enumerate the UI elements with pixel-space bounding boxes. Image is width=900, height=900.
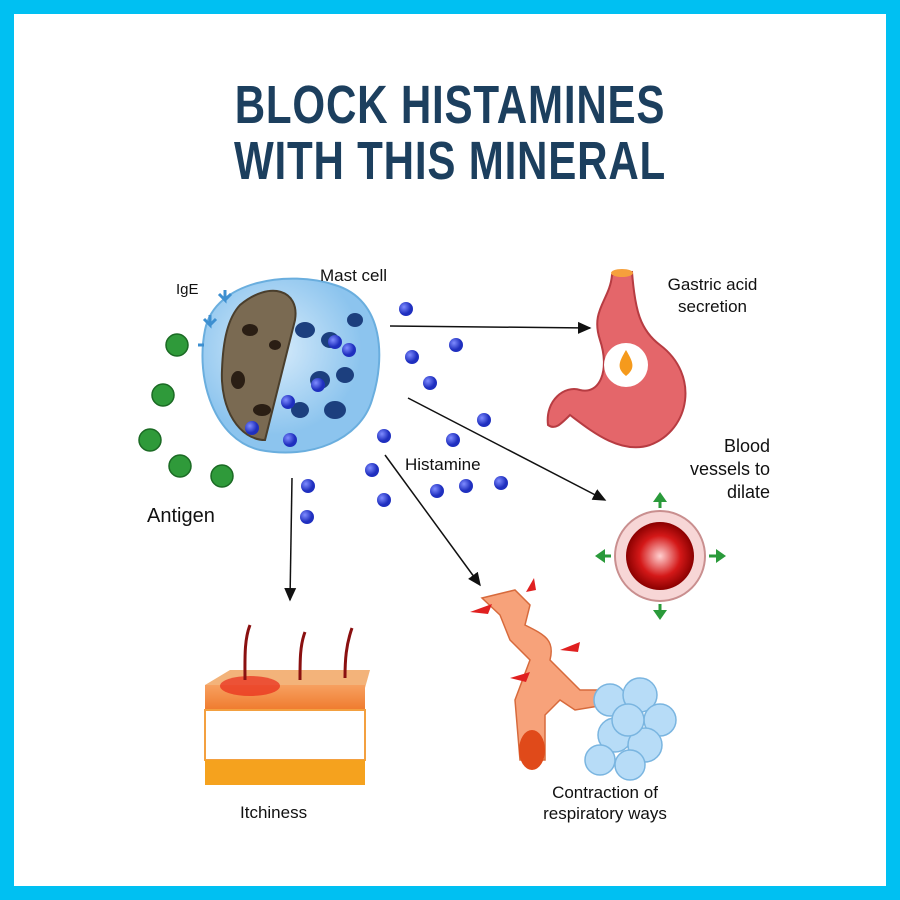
antigen-label: Antigen: [147, 505, 215, 527]
gastric-label-line1: Gastric acid: [667, 275, 758, 294]
antigen-icons: [138, 333, 234, 488]
ige-label: IgE: [176, 281, 199, 298]
mast-cell-label: Mast cell: [320, 266, 388, 285]
stomach-icon: [546, 269, 687, 449]
gastric-label-line2: secretion: [678, 297, 747, 316]
title-line-1: BLOCK HISTAMINES: [234, 75, 666, 135]
ige-antibody-icon: [198, 290, 233, 347]
skin-icon: [204, 624, 370, 785]
histamine-molecules: [245, 302, 508, 524]
gastric-label: Gastric acid secretion: [650, 274, 775, 318]
title-line-2: WITH THIS MINERAL: [233, 131, 667, 191]
mast-cell-icon: [201, 277, 381, 454]
arrows: [284, 321, 607, 602]
blood-vessels-label: Blood vessels to dilate: [650, 435, 770, 504]
resp-label-line2: respiratory ways: [543, 804, 667, 823]
blood-label-line3: dilate: [726, 482, 770, 502]
blood-label-line1: Blood: [723, 436, 770, 456]
itchiness-label: Itchiness: [240, 803, 308, 822]
blood-vessel-icon: [595, 492, 726, 620]
infographic-frame: [14, 14, 886, 886]
histamine-label: Histamine: [405, 455, 481, 474]
respiratory-airway-icon: [470, 578, 677, 781]
blood-label-line2: vessels to: [689, 459, 770, 479]
resp-label-line1: Contraction of: [552, 783, 658, 802]
respiratory-label: Contraction of respiratory ways: [520, 782, 690, 824]
